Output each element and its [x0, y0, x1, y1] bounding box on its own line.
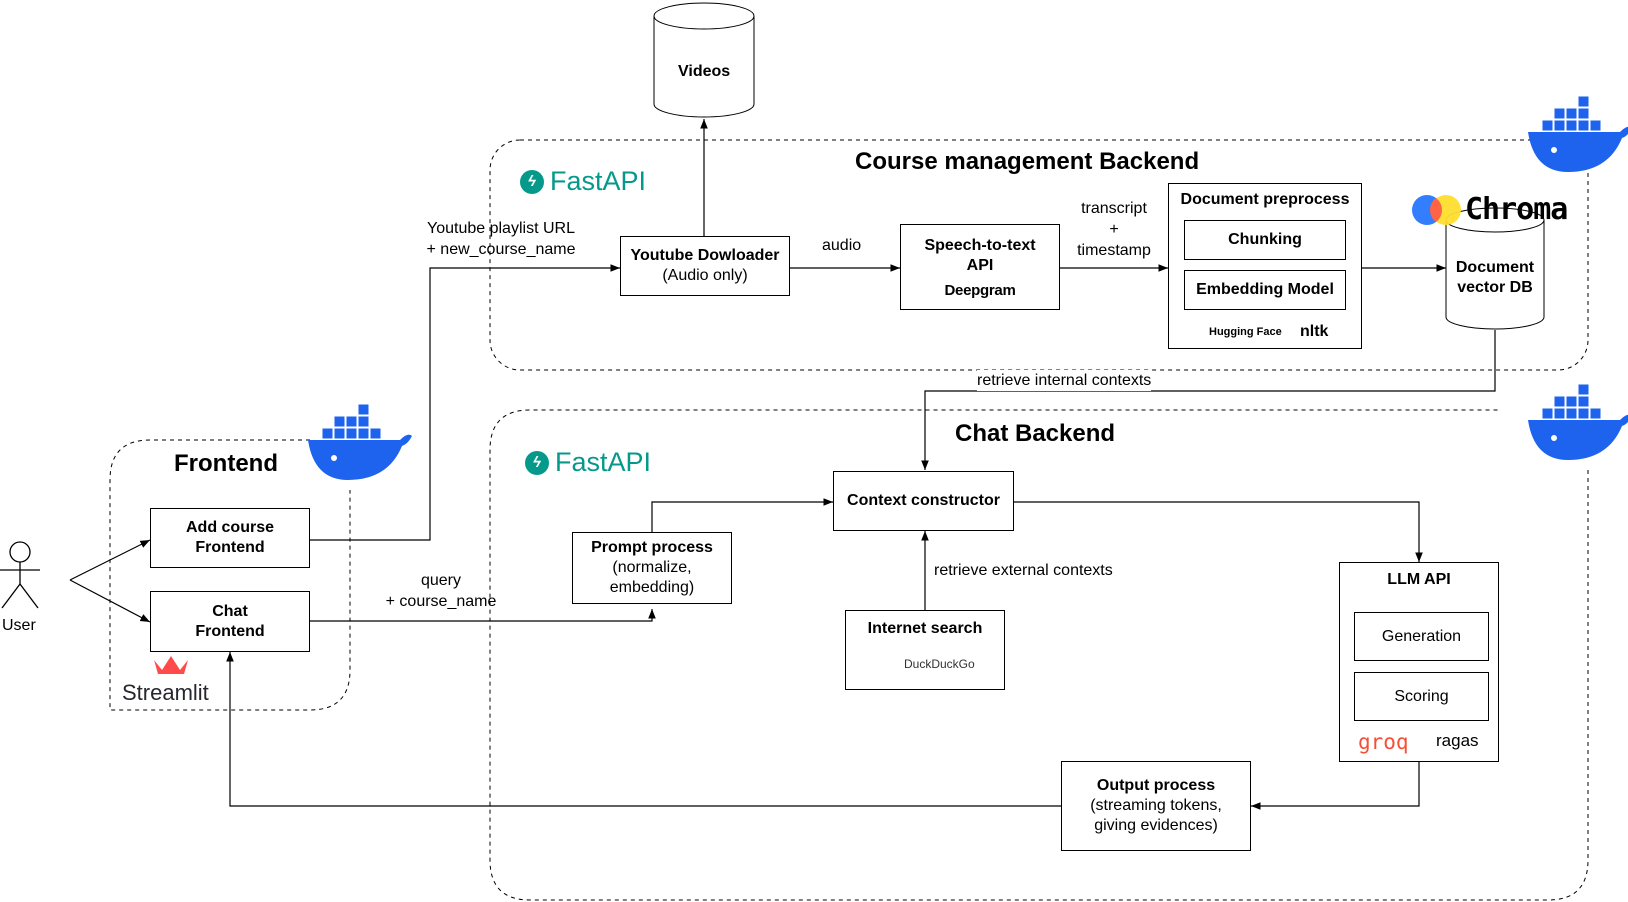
node-title: Youtube Dowloader: [630, 247, 780, 264]
embedding-model-node: Embedding Model: [1184, 270, 1346, 310]
edge-label-transcript: transcript + timestamp: [1066, 198, 1162, 261]
chroma-icon: [1412, 195, 1461, 225]
ragas-label: ragas: [1436, 731, 1479, 750]
document-preprocess-node: Document preprocess: [1168, 183, 1362, 349]
user-label: User: [2, 617, 36, 634]
edge-label-internal: retrieve internal contexts: [977, 370, 1152, 391]
fastapi-label: FastAPI: [555, 447, 652, 477]
node-sub1: (streaming tokens,: [1090, 797, 1222, 814]
fastapi-logo-course: ϟ FastAPI: [520, 166, 646, 197]
course-backend-container: [489, 139, 1589, 371]
edge-label-line1: Youtube playlist URL: [427, 220, 575, 237]
edge-label-line1: query: [420, 572, 462, 589]
chat-frontend-node: Chat Frontend: [150, 591, 310, 652]
fastapi-icon: ϟ: [520, 169, 544, 194]
vector-db-line2: vector DB: [1457, 279, 1533, 296]
output-process-node: Output process (streaming tokens, giving…: [1061, 761, 1251, 851]
edge-label-audio: audio: [822, 237, 862, 254]
chunking-node: Chunking: [1184, 220, 1346, 260]
speech-to-text-node: Speech-to-text API Deepgram: [900, 224, 1060, 310]
edge-label-line3: timestamp: [1077, 242, 1151, 259]
node-title: Document preprocess: [1180, 191, 1350, 208]
node-subtitle: (Audio only): [662, 267, 748, 284]
videos-cylinder: [653, 2, 755, 118]
edge-label-query: query + course_name: [378, 570, 504, 612]
node-line1: Add course: [185, 519, 274, 536]
node-line1: Chat: [212, 602, 248, 620]
deepgram-logo: Deepgram: [944, 281, 1016, 299]
duckduckgo-label: DuckDuckGo: [904, 657, 975, 671]
edge-label-playlist: Youtube playlist URL + new_course_name: [416, 218, 586, 260]
node-title: Speech-to-text: [924, 236, 1036, 254]
edge-label-external: retrieve external contexts: [934, 562, 1113, 579]
node-title: Internet search: [867, 620, 983, 637]
prompt-process-node: Prompt process (normalize, embedding): [572, 532, 732, 604]
frontend-container: [109, 439, 351, 711]
edge-label-line1: transcript: [1081, 200, 1147, 217]
scoring-node: Scoring: [1354, 672, 1489, 721]
docker-icon-course: [1528, 95, 1628, 172]
course-backend-title: Course management Backend: [855, 148, 1200, 175]
nltk-label: nltk: [1300, 323, 1329, 340]
chat-backend-container: [489, 409, 1589, 901]
node-title: LLM API: [1387, 571, 1451, 588]
fastapi-icon: ϟ: [525, 450, 549, 475]
streamlit-label: Streamlit: [122, 680, 209, 705]
edge-label-line2: +: [1109, 221, 1119, 238]
vector-db-cylinder: [1445, 207, 1545, 330]
chroma-label: Chroma: [1465, 192, 1568, 227]
videos-label: Videos: [678, 63, 731, 80]
user-icon: [0, 541, 40, 609]
node-title-2: API: [966, 256, 994, 274]
llm-api-node: LLM API: [1339, 562, 1499, 762]
vector-db-line1: Document: [1455, 259, 1535, 276]
node-line2: Frontend: [195, 622, 265, 640]
context-constructor-node: Context constructor: [833, 471, 1014, 531]
youtube-downloader-node: Youtube Dowloader (Audio only): [620, 236, 790, 296]
internet-search-node: Internet search: [845, 610, 1005, 690]
groq-label: groq: [1358, 730, 1409, 754]
edge-label-line2: + course_name: [385, 593, 497, 610]
fastapi-label: FastAPI: [550, 166, 647, 196]
generation-node: Generation: [1354, 612, 1489, 661]
frontend-title: Frontend: [174, 450, 278, 477]
add-course-frontend-node: Add course Frontend: [150, 508, 310, 568]
streamlit-icon: [154, 656, 188, 674]
vector-db-label: Document vector DB: [1446, 258, 1544, 298]
node-sub2: embedding): [609, 579, 695, 596]
node-line2: Frontend: [195, 539, 265, 556]
docker-icon-frontend: [308, 403, 412, 480]
node-sub1: (normalize,: [612, 559, 692, 576]
huggingface-label: Hugging Face: [1209, 326, 1282, 338]
edge-label-line2: + new_course_name: [426, 241, 576, 258]
fastapi-logo-chat: ϟ FastAPI: [525, 447, 651, 478]
node-sub2: giving evidences): [1094, 817, 1218, 834]
chat-backend-title: Chat Backend: [955, 420, 1116, 447]
docker-icon-chat: [1528, 383, 1628, 460]
node-title: Prompt process: [591, 539, 713, 556]
node-title: Output process: [1096, 777, 1216, 794]
